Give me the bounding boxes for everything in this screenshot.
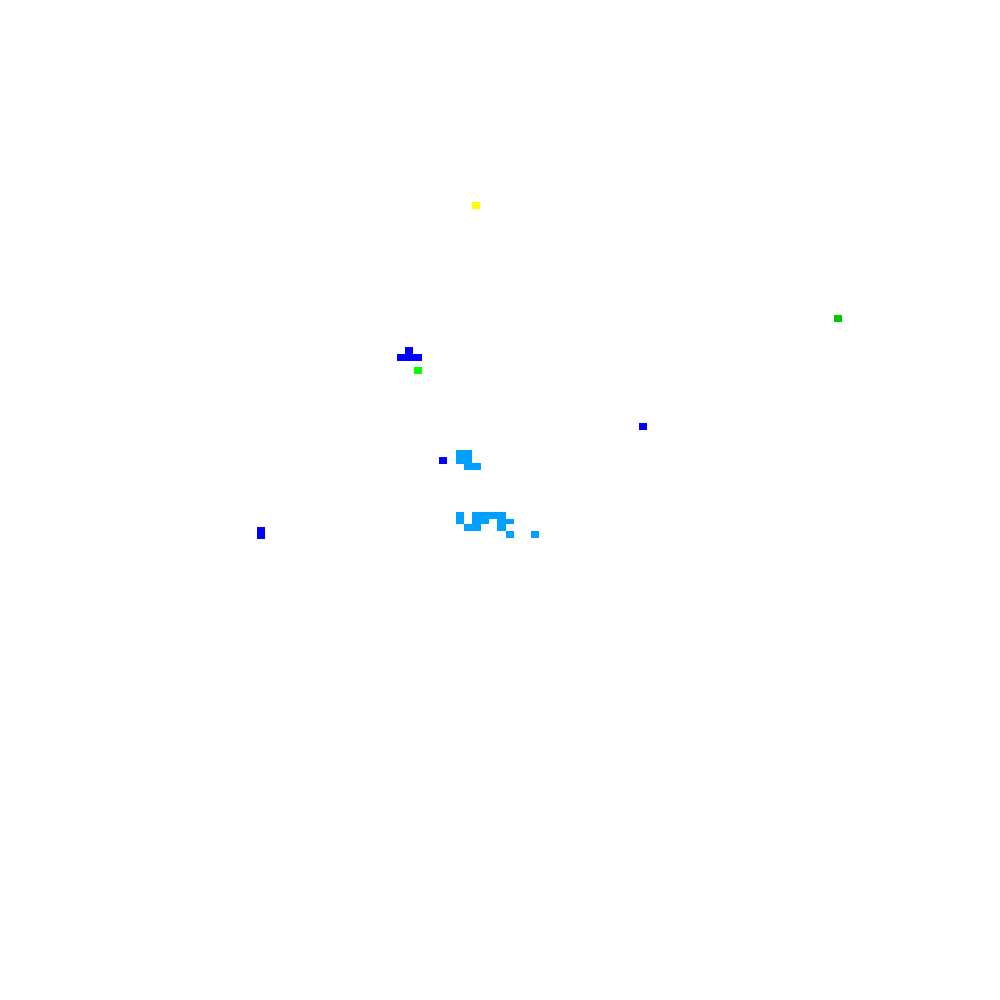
lime-speck-pixel <box>414 367 422 374</box>
lime-speck <box>414 367 422 374</box>
blue-speck-left <box>257 527 265 539</box>
sky-cluster-lower <box>456 512 539 538</box>
sky-cluster-lower-pixel <box>497 519 514 524</box>
blue-speck-middle <box>439 457 447 464</box>
sky-cluster-lower-pixel <box>506 531 514 538</box>
green-speck-pixel <box>834 315 842 322</box>
blue-t-cluster <box>397 347 422 361</box>
sky-cluster-lower-pixel <box>456 512 464 524</box>
green-speck <box>834 315 842 322</box>
blue-t-cluster-pixel <box>405 347 413 354</box>
blue-speck-right-pixel <box>639 423 647 430</box>
sky-cluster-lower-pixel <box>531 531 539 538</box>
blue-speck-left-pixel <box>257 527 265 539</box>
yellow-speck-pixel <box>472 202 480 209</box>
blue-t-cluster-pixel <box>397 354 422 361</box>
sky-cluster-lower-pixel <box>472 512 506 519</box>
blue-speck-middle-pixel <box>439 457 447 464</box>
sky-cluster-upper <box>456 450 481 470</box>
sky-cluster-lower-pixel <box>472 519 489 524</box>
sky-cluster-upper-pixel <box>464 463 481 470</box>
yellow-speck <box>472 202 480 209</box>
sky-cluster-lower-pixel <box>497 524 506 531</box>
pixel-clusters <box>257 202 842 539</box>
sky-cluster-lower-pixel <box>464 524 481 531</box>
blue-speck-right <box>639 423 647 430</box>
sky-cluster-upper-pixel <box>456 450 472 464</box>
